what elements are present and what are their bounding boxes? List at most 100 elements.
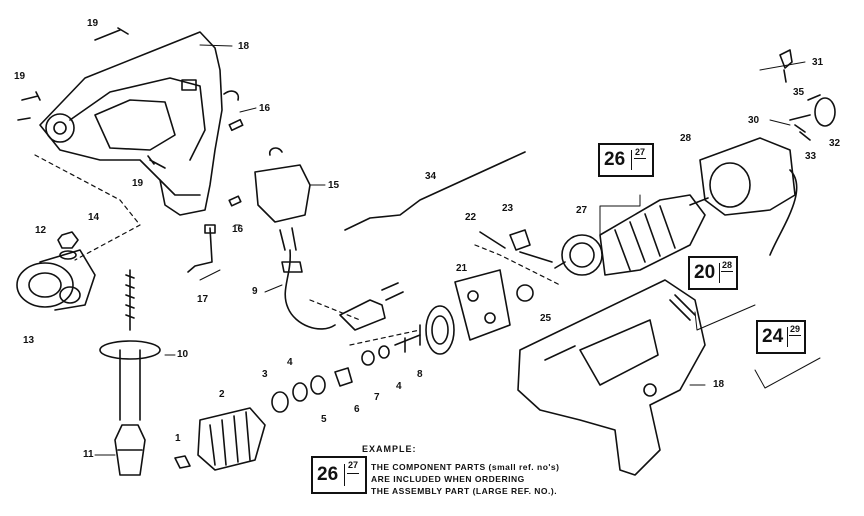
part-17 — [187, 227, 213, 273]
screws-19 — [17, 27, 166, 169]
part-31 — [779, 49, 793, 83]
callout-16: 16 — [232, 224, 244, 235]
ring-5 — [310, 375, 326, 395]
callout-33: 33 — [805, 151, 817, 162]
part-35 — [807, 94, 821, 101]
spring-32 — [814, 97, 836, 127]
gear-shaft — [394, 305, 455, 355]
example-box: 26 27 — [311, 456, 367, 494]
part-6 — [334, 367, 353, 387]
assembly-box-20-28: 20 28 — [688, 256, 738, 290]
callout-22: 22 — [465, 212, 477, 223]
part-17-cap — [204, 224, 216, 234]
callout-8: 8 — [417, 369, 423, 380]
ring-4 — [292, 382, 308, 402]
housing-half-left — [39, 31, 223, 216]
assembly-box-big-number: 26 — [604, 149, 626, 170]
wire-34 — [344, 151, 526, 231]
leader-lines — [94, 44, 821, 456]
trigger-switch — [254, 147, 311, 251]
assembly-box-small-number: 27 — [635, 147, 646, 157]
ring-7 — [361, 350, 375, 366]
power-cord — [284, 249, 336, 330]
callout-30: 30 — [748, 115, 760, 126]
bearing-plate — [454, 269, 511, 341]
callout-9: 9 — [252, 286, 258, 297]
assembly-box-divider — [719, 263, 720, 283]
example-note-line: THE COMPONENT PARTS (small ref. no's) — [371, 462, 560, 472]
assembly-box-underline — [789, 335, 801, 336]
ring-3 — [271, 391, 289, 413]
callout-10: 10 — [177, 349, 189, 360]
example-underline — [347, 473, 359, 474]
callout-32: 32 — [829, 138, 841, 149]
screw-1 — [174, 455, 191, 469]
assembly-box-24-29: 24 29 — [756, 320, 806, 354]
callout-18: 18 — [238, 41, 250, 52]
ring-4b — [378, 345, 390, 359]
callout-19: 19 — [14, 71, 26, 82]
callout-25: 25 — [540, 313, 552, 324]
callout-4: 4 — [396, 381, 402, 392]
chuck — [197, 407, 266, 471]
callout-31: 31 — [812, 57, 824, 68]
bearing-25 — [516, 284, 534, 302]
callout-23: 23 — [502, 203, 514, 214]
assembly-box-big-number: 24 — [762, 326, 784, 347]
callout-18: 18 — [713, 379, 725, 390]
washer-14 — [59, 250, 77, 260]
assembly-box-26-27: 26 27 — [598, 143, 654, 177]
callout-11: 11 — [83, 449, 94, 460]
cord-sleeve — [281, 261, 303, 273]
callout-16: 16 — [259, 103, 271, 114]
side-handle-clamp — [16, 249, 96, 311]
callout-6: 6 — [354, 404, 360, 415]
example-note-line: ARE INCLUDED WHEN ORDERING — [371, 474, 525, 484]
side-handle — [99, 269, 161, 476]
callout-14: 14 — [88, 212, 100, 223]
example-divider — [344, 464, 345, 486]
housing-assembled — [517, 279, 706, 476]
callout-17: 17 — [197, 294, 209, 305]
assembly-box-small-number: 28 — [722, 260, 733, 270]
callout-5: 5 — [321, 414, 327, 425]
assembly-box-divider — [631, 150, 632, 170]
assembly-box-divider — [787, 327, 788, 347]
clip-16 — [223, 90, 240, 101]
callout-13: 13 — [23, 335, 35, 346]
callout-2: 2 — [219, 389, 225, 400]
plug — [339, 282, 404, 331]
dashed-guides — [34, 154, 561, 346]
part-30 — [789, 114, 811, 133]
callout-4: 4 — [287, 357, 293, 368]
callout-35: 35 — [793, 87, 805, 98]
assembly-box-underline — [634, 158, 646, 159]
example-small-number: 27 — [348, 460, 359, 470]
callout-28: 28 — [680, 133, 692, 144]
callout-19: 19 — [87, 18, 99, 29]
example-big-number: 26 — [317, 464, 339, 485]
callout-27: 27 — [576, 205, 588, 216]
callout-21: 21 — [456, 263, 468, 274]
callout-12: 12 — [35, 225, 47, 236]
brush-holder-bracket — [519, 251, 553, 263]
assembly-box-underline — [721, 271, 733, 272]
pin-16-lower — [228, 195, 242, 207]
callout-34: 34 — [425, 171, 437, 182]
pin-16-upper — [228, 118, 244, 132]
field-coil — [699, 137, 798, 256]
callout-1: 1 — [175, 433, 181, 444]
part-22 — [479, 231, 506, 249]
callout-19: 19 — [132, 178, 144, 189]
brush-holder-23 — [509, 229, 531, 251]
example-note-line: THE ASSEMBLY PART (LARGE REF. NO.). — [371, 486, 558, 496]
callout-7: 7 — [374, 392, 380, 403]
assembly-box-big-number: 20 — [694, 262, 716, 283]
example-title: EXAMPLE: — [362, 444, 417, 454]
callout-15: 15 — [328, 180, 340, 191]
part-33 — [799, 131, 811, 141]
nut-12 — [57, 231, 79, 249]
callout-3: 3 — [262, 369, 268, 380]
assembly-box-small-number: 29 — [790, 324, 801, 334]
